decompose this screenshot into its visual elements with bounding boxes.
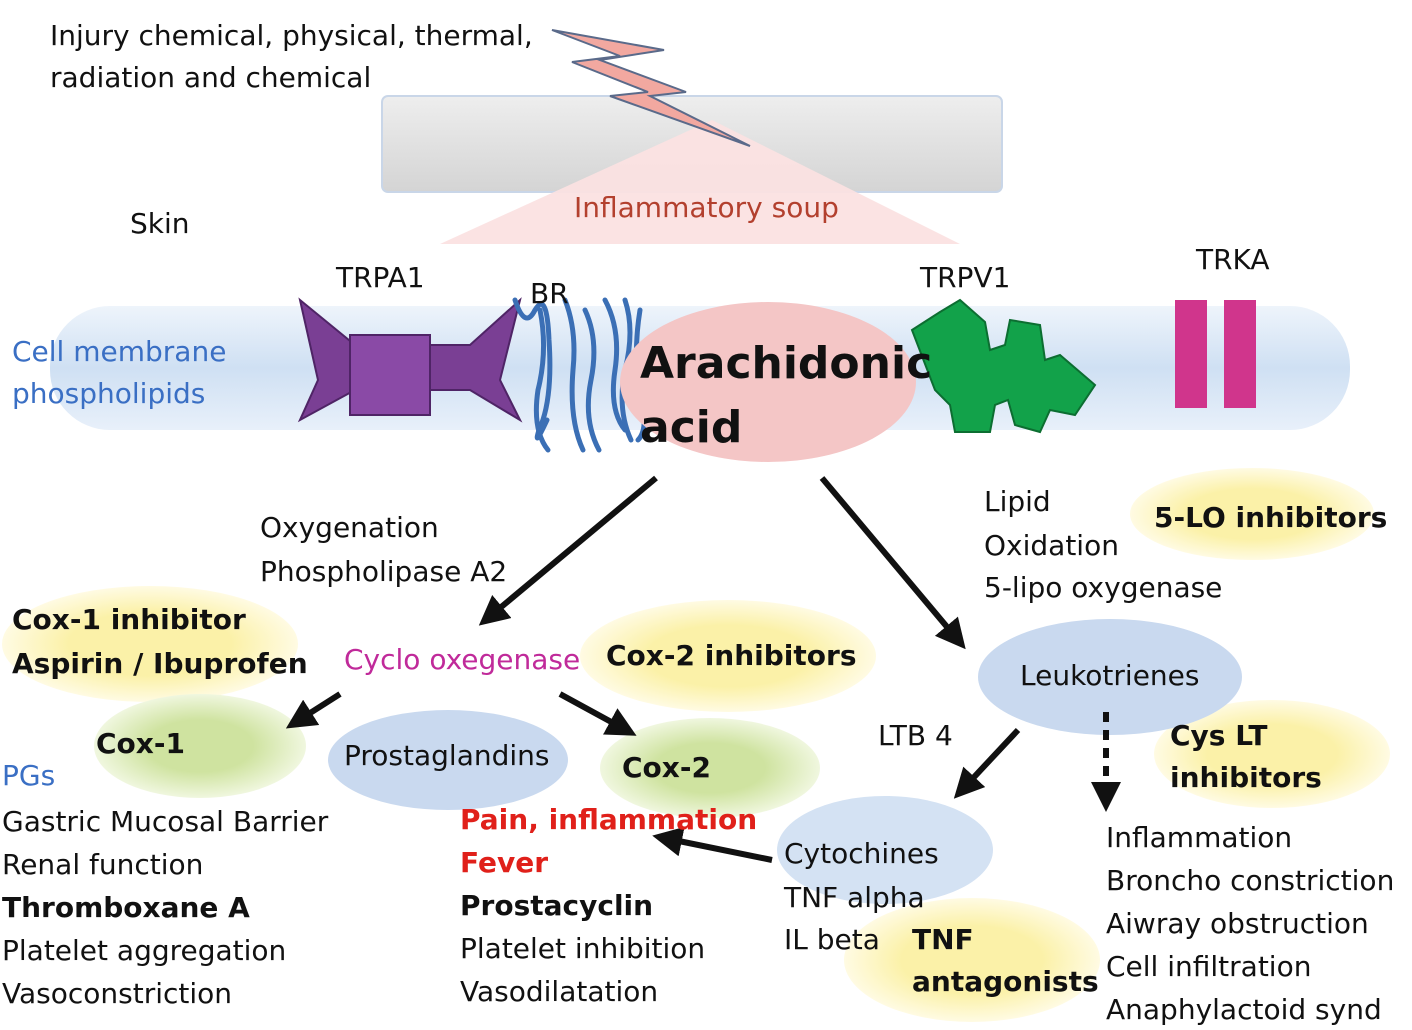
cytochines-oval bbox=[777, 796, 993, 904]
phospholipase-label: Phospholipase A2 bbox=[260, 555, 508, 588]
cys-lt-label-line1: Cys LT bbox=[1170, 719, 1268, 752]
arachidonic-label-line1: Arachidonic bbox=[640, 338, 933, 389]
br-label: BR bbox=[530, 277, 569, 310]
tnf-antagonists-oval bbox=[844, 898, 1100, 1022]
ltb4-label: LTB 4 bbox=[878, 719, 953, 752]
arachidonic-acid-oval bbox=[620, 302, 916, 462]
cox2-red-effects: Pain, inflammation Fever bbox=[460, 798, 757, 884]
arrow-to-cytochines bbox=[953, 727, 1021, 799]
trpa1-receptor bbox=[297, 297, 523, 423]
leukotrienes-label: Leukotrienes bbox=[1020, 659, 1200, 692]
prostaglandins-oval bbox=[328, 710, 568, 810]
cox1-inhibitor-oval bbox=[2, 586, 298, 702]
cys-lt-oval bbox=[1154, 700, 1390, 808]
tnf-antagonists-line2: antagonists bbox=[912, 965, 1099, 998]
leukotriene-effect: Cell infiltration bbox=[1106, 950, 1312, 983]
trka-label: TRKA bbox=[1196, 243, 1270, 276]
pgs-label: PGs bbox=[2, 759, 56, 792]
cyclo-oxegenase-label: Cyclo oxegenase bbox=[344, 643, 581, 676]
injury-label-line2: radiation and chemical bbox=[50, 61, 372, 94]
cox1-effect: Gastric Mucosal Barrier bbox=[2, 805, 329, 838]
5-lipo-label: 5-lipo oxygenase bbox=[984, 571, 1223, 604]
prostaglandins-label: Prostaglandins bbox=[344, 739, 550, 772]
leukotriene-effect: Broncho constriction bbox=[1106, 864, 1395, 897]
leukotriene-effect: Inflammation bbox=[1106, 821, 1293, 854]
arrow-to-cox1 bbox=[285, 691, 342, 729]
cox2-inhibitors-oval bbox=[580, 600, 876, 712]
oxidation-label: Oxidation bbox=[984, 529, 1119, 562]
il-beta-label: IL beta bbox=[784, 923, 880, 956]
cox1-effects-list: Gastric Mucosal Barrier Renal function T… bbox=[2, 800, 328, 1015]
cytochines-label: Cytochines bbox=[784, 837, 939, 870]
cox2-effect: Platelet inhibition bbox=[460, 932, 706, 965]
trpv1-receptor bbox=[910, 298, 1097, 434]
cox2-effect: Vasodilatation bbox=[460, 975, 659, 1008]
cox1-effect: Thromboxane A bbox=[2, 891, 250, 924]
5lo-inhibitors-oval bbox=[1130, 468, 1374, 560]
trka-bar-left bbox=[1175, 300, 1207, 408]
cell-membrane-label-line1: Cell membrane bbox=[12, 335, 227, 368]
cox1-effect: Renal function bbox=[2, 848, 204, 881]
oxygenation-label: Oxygenation bbox=[260, 511, 439, 544]
cox2-inhibitors-label: Cox-2 inhibitors bbox=[606, 639, 857, 672]
inflammatory-soup-cone bbox=[440, 120, 960, 244]
aspirin-label: Aspirin / Ibuprofen bbox=[12, 647, 308, 680]
cox1-oval bbox=[94, 694, 306, 798]
5lo-inhibitors-label: 5-LO inhibitors bbox=[1154, 501, 1388, 534]
leukotriene-effect: Aiwray obstruction bbox=[1106, 907, 1369, 940]
injury-bolt bbox=[551, 29, 751, 147]
cox1-inhibitor-label: Cox-1 inhibitor bbox=[12, 603, 246, 636]
trpv1-label: TRPV1 bbox=[920, 261, 1011, 294]
trpa1-label: TRPA1 bbox=[336, 261, 425, 294]
arrow-to-cox bbox=[478, 475, 658, 626]
cox2-effect-red: Pain, inflammation bbox=[460, 803, 758, 836]
cox2-effect-red: Fever bbox=[460, 846, 549, 879]
injury-label-line1: Injury chemical, physical, thermal, bbox=[50, 19, 533, 52]
tnf-alpha-label: TNF alpha bbox=[784, 881, 925, 914]
skin-label: Skin bbox=[130, 207, 190, 240]
cys-lt-label-line2: inhibitors bbox=[1170, 761, 1322, 794]
cell-membrane-label-line2: phospholipids bbox=[12, 377, 206, 410]
leukotriene-effects-list: Inflammation Broncho constriction Aiwray… bbox=[1106, 816, 1394, 1030]
cox1-effect: Vasoconstriction bbox=[2, 977, 233, 1010]
arachidonic-label-line2: acid bbox=[640, 402, 743, 453]
arrow-to-cox2 bbox=[558, 691, 637, 736]
cox2-label: Cox-2 bbox=[622, 751, 711, 784]
cox1-label: Cox-1 bbox=[96, 727, 185, 760]
cox2-oval bbox=[600, 718, 820, 818]
cox1-effect: Platelet aggregation bbox=[2, 934, 287, 967]
cox2-effects-list: Prostacyclin Platelet inhibition Vasodil… bbox=[460, 884, 705, 1013]
tnf-antagonists-line1: TNF bbox=[912, 923, 974, 956]
arrow-to-lox bbox=[819, 476, 966, 650]
cox2-effect: Prostacyclin bbox=[460, 889, 654, 922]
trka-bar-right bbox=[1224, 300, 1256, 408]
lipid-label: Lipid bbox=[984, 485, 1051, 518]
inflammatory-soup-label: Inflammatory soup bbox=[574, 191, 839, 224]
leukotrienes-oval bbox=[978, 619, 1242, 735]
arrow-to-pain bbox=[652, 826, 773, 863]
leukotriene-effect: Anaphylactoid synd bbox=[1106, 993, 1382, 1026]
